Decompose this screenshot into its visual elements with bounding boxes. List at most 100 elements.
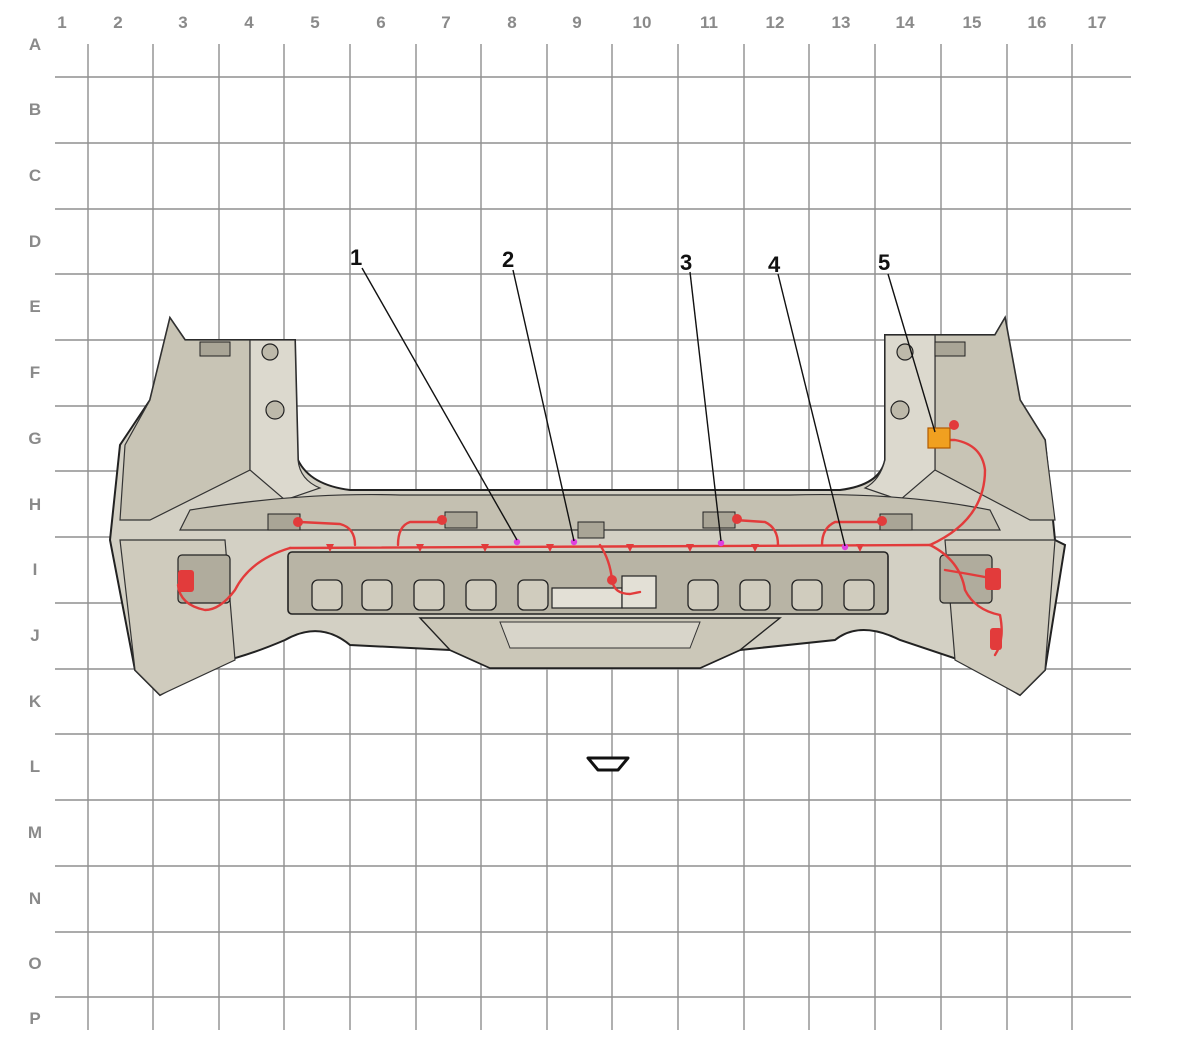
sensor-connectors — [178, 514, 1002, 650]
callout-4-label: 4 — [768, 252, 781, 277]
grid-row-label: A — [29, 35, 41, 54]
grid-column-label: 13 — [832, 13, 851, 32]
left-side-panel — [119, 316, 251, 521]
absorber-cell — [311, 579, 343, 611]
right-side-panel — [934, 316, 1056, 521]
right-mount-hole-2 — [890, 400, 910, 420]
harness-clip — [856, 544, 864, 552]
grid-column-label: 10 — [633, 13, 652, 32]
grid-column-label: 14 — [896, 13, 915, 32]
harness-markers — [326, 538, 864, 552]
right-top-clip — [934, 341, 966, 357]
grid-row-label: P — [29, 1009, 40, 1028]
down-arrow-icon — [586, 756, 630, 772]
grid-row-label: E — [29, 297, 40, 316]
absorber-cell — [465, 579, 497, 611]
grid-row-label: F — [30, 363, 40, 382]
harness-outer-left-sensor — [298, 520, 357, 547]
absorber-cell — [739, 579, 771, 611]
harness-sensor-point — [717, 539, 725, 547]
grid-column-label: 6 — [376, 13, 385, 32]
grid-row-label: H — [29, 495, 41, 514]
harness-main-trunk — [288, 543, 932, 550]
sensor-connector-inner-left — [437, 515, 447, 525]
grid-row-label: C — [29, 166, 41, 185]
grid-row-label: N — [29, 889, 41, 908]
grid-row-label: J — [30, 626, 39, 645]
plate-recess — [551, 587, 623, 609]
callout-1-label: 1 — [350, 245, 362, 270]
grid-column-label: 5 — [310, 13, 319, 32]
grid-row-label: L — [30, 757, 40, 776]
harness-clip — [546, 544, 554, 552]
plate-light-connector — [607, 575, 617, 585]
harness-clip — [481, 544, 489, 552]
grid-column-label: 7 — [441, 13, 450, 32]
grid-column-label: 4 — [244, 13, 254, 32]
grid-row-label: D — [29, 232, 41, 251]
harness-clip — [626, 544, 634, 552]
diffuser-center — [499, 621, 701, 649]
absorber-cells — [311, 579, 875, 611]
center-bracket — [577, 521, 605, 539]
grid-column-label: 3 — [178, 13, 187, 32]
harness-clip — [686, 544, 694, 552]
left-mount-hole-2 — [265, 400, 285, 420]
grid-column-label: 1 — [57, 13, 66, 32]
harness-sensor-point — [841, 543, 849, 551]
left-pillar — [249, 339, 322, 501]
harness-connector — [927, 427, 951, 449]
grid-row-label: G — [28, 429, 41, 448]
grid-row-label: I — [33, 560, 38, 579]
absorber-cell — [791, 579, 823, 611]
sensor-housing-inner-left — [444, 511, 478, 529]
callout-2-leader — [512, 269, 575, 542]
harness-riser-to-connector — [928, 438, 987, 547]
right-corner-sensor — [985, 568, 1001, 590]
left-top-clip — [199, 341, 231, 357]
callout-5-label: 5 — [878, 250, 890, 275]
upper-beam — [179, 493, 1001, 531]
grid-column-label: 17 — [1088, 13, 1107, 32]
sensor-connector-outer-right — [877, 516, 887, 526]
callout-3-label: 3 — [680, 250, 692, 275]
grid-column-label: 9 — [572, 13, 581, 32]
grid-row-label: B — [29, 100, 41, 119]
harness-clip — [416, 544, 424, 552]
callout-labels: 1 2 3 4 5 — [350, 245, 890, 277]
right-lower-sensor — [990, 628, 1002, 650]
parking-sensor-harness — [176, 438, 1003, 657]
harness-clip — [751, 544, 759, 552]
harness-inner-left-sensor — [396, 520, 442, 547]
harness-outer-right-sensor — [820, 520, 882, 547]
absorber-cell — [517, 579, 549, 611]
absorber-cell — [843, 579, 875, 611]
harness-sensor-point — [570, 538, 578, 546]
harness-clip — [326, 544, 334, 552]
callout-2-label: 2 — [502, 247, 514, 272]
grid-column-label: 8 — [507, 13, 516, 32]
absorber-cell — [413, 579, 445, 611]
callouts — [361, 267, 936, 547]
harness-inner-right-sensor — [733, 518, 780, 547]
right-tow-recess — [939, 554, 993, 604]
grid-row-label: M — [28, 823, 42, 842]
left-mount-hole-1 — [261, 343, 279, 361]
grid-column-label: 16 — [1028, 13, 1047, 32]
harness-left-branch — [176, 546, 292, 612]
callout-4-leader — [777, 273, 846, 547]
absorber-cell — [687, 579, 719, 611]
connector-clip — [949, 420, 959, 430]
grid-column-label: 11 — [700, 13, 718, 32]
harness-sensor-point — [513, 538, 521, 546]
grid-column-label: 15 — [963, 13, 982, 32]
grid-column-label: 2 — [113, 13, 122, 32]
left-corner-sensor — [178, 570, 194, 592]
right-mount-hole-1 — [896, 343, 914, 361]
callout-1-leader — [361, 267, 518, 541]
callout-3-leader — [689, 271, 722, 542]
sensor-connector-outer-left — [293, 517, 303, 527]
rear-bumper — [108, 315, 1067, 697]
grid-column-label: 12 — [766, 13, 785, 32]
